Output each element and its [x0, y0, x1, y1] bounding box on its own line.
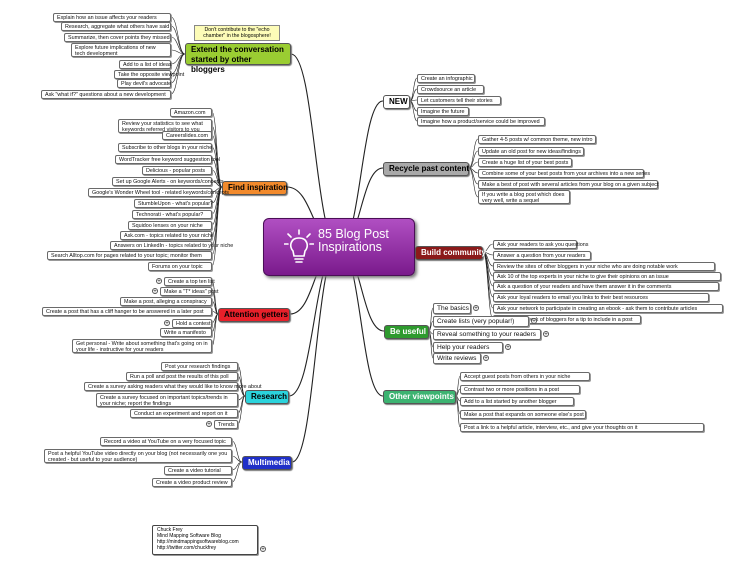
expand-icon[interactable]: + — [505, 344, 511, 351]
find-item[interactable]: Forums on your topic — [148, 262, 212, 272]
branch-attention[interactable]: Attention getters — [218, 308, 290, 322]
useful-item[interactable]: Help your readers — [433, 342, 503, 353]
attention-item[interactable]: Write a manifesto — [160, 328, 212, 338]
branch-find[interactable]: Find inspiration — [222, 181, 288, 195]
research-item[interactable]: Post your research findings — [161, 362, 238, 372]
attention-item[interactable]: Create a top ten list — [164, 277, 215, 287]
research-item[interactable]: Trends — [214, 420, 238, 430]
expand-icon[interactable]: + — [152, 288, 158, 295]
expand-icon[interactable]: + — [164, 320, 170, 327]
multimedia-item[interactable]: Post a helpful YouTube video directly on… — [44, 449, 232, 463]
research-item[interactable]: Create a survey focused on important top… — [96, 393, 238, 407]
community-item[interactable]: Ask your readers to ask you questions — [493, 240, 588, 250]
attention-item[interactable]: Hold a contest — [172, 319, 212, 329]
find-item[interactable]: Squidoo lenses on your niche — [128, 221, 212, 231]
extend-item[interactable]: Explain how an issue affects your reader… — [53, 13, 171, 23]
other-item[interactable]: Contrast two or more positions in a post — [460, 385, 580, 395]
extend-item[interactable]: Summarize, then cover points they missed — [64, 33, 171, 43]
attention-item[interactable]: Make a "T* ideas" post — [160, 287, 218, 297]
community-item[interactable]: Review the sites of other bloggers in yo… — [493, 262, 715, 272]
find-item[interactable]: StumbleUpon - what's popular? — [134, 199, 213, 209]
multimedia-item[interactable]: Create a video product review — [152, 478, 232, 488]
branch-recycle[interactable]: Recycle past content — [383, 162, 469, 176]
find-item[interactable]: Subscribe to other blogs in your niche — [118, 143, 212, 153]
expand-icon[interactable]: + — [543, 331, 549, 338]
expand-icon[interactable]: + — [206, 421, 212, 428]
author-info: Chuck Frey Mind Mapping Software Blog ht… — [152, 525, 258, 555]
attention-item[interactable]: Get personal - Write about something tha… — [72, 339, 212, 353]
expand-icon[interactable]: + — [156, 278, 162, 285]
branch-research[interactable]: Research — [245, 390, 289, 404]
central-title: 85 Blog Post Inspirations — [318, 227, 389, 254]
find-item[interactable]: Answers on LinkedIn - topics related to … — [110, 241, 233, 251]
attention-item[interactable]: Make a post, alleging a conspiracy — [120, 297, 212, 307]
new-item[interactable]: Create an infographic — [417, 74, 475, 84]
multimedia-item[interactable]: Create a video tutorial — [164, 466, 232, 476]
recycle-item[interactable]: Make a best of post with several article… — [478, 180, 658, 190]
find-item[interactable]: Amazon.com — [170, 108, 212, 118]
author-name: Chuck Frey — [157, 527, 183, 533]
author-blog: Mind Mapping Software Blog — [157, 533, 221, 539]
extend-item[interactable]: Explore future implications of new tech … — [71, 43, 171, 57]
callout-note: Don't contribute to the "echo chamber" i… — [194, 25, 280, 41]
find-item[interactable]: Ask.com - topics related to your niche — [120, 231, 214, 241]
find-item[interactable]: Set up Google Alerts - on keywords/conce… — [112, 177, 224, 187]
author-twitter: http://twitter.com/chuckfrey — [157, 545, 217, 551]
branch-community[interactable]: Build community — [415, 246, 486, 260]
expand-icon[interactable]: + — [531, 318, 537, 325]
research-item[interactable]: Run a poll and post the results of this … — [126, 372, 238, 382]
extend-item[interactable]: Add to a list of ideas — [119, 60, 172, 70]
other-item[interactable]: Accept guest posts from others in your n… — [460, 372, 590, 382]
find-item[interactable]: Delicious - popular posts — [142, 166, 212, 176]
extend-item[interactable]: Research, aggregate what others have sai… — [61, 22, 171, 32]
extend-item[interactable]: Play devil's advocate — [117, 79, 171, 89]
recycle-item[interactable]: Combine some of your best posts from you… — [478, 169, 650, 179]
new-item[interactable]: Imagine how a product/service could be i… — [417, 117, 545, 127]
find-item[interactable]: Careerslides.com — [162, 131, 212, 141]
community-item[interactable]: Ask a question of your readers and have … — [493, 282, 719, 292]
lightbulb-icon — [284, 229, 314, 263]
useful-item[interactable]: Write reviews — [433, 353, 481, 364]
expand-icon[interactable]: + — [473, 305, 479, 312]
community-item[interactable]: Ask 10 of the top experts in your niche … — [493, 272, 721, 282]
new-item[interactable]: Crowdsource an article — [417, 85, 484, 95]
multimedia-item[interactable]: Record a video at YouTube on a very focu… — [100, 437, 232, 447]
branch-useful[interactable]: Be useful — [384, 325, 429, 339]
expand-icon[interactable]: + — [483, 355, 489, 362]
recycle-item[interactable]: Gather 4-5 posts w/ common theme, new in… — [478, 135, 596, 145]
extend-item[interactable]: Take the opposite viewpoint — [114, 70, 184, 80]
useful-item[interactable]: Reveal something to your readers — [433, 329, 541, 340]
community-item[interactable]: Answer a question from your readers — [493, 251, 591, 261]
community-item[interactable]: Ask your network to participate in creat… — [493, 304, 723, 314]
find-item[interactable]: Technorati - what's popular? — [132, 210, 212, 220]
research-item[interactable]: Create a survey asking readers what they… — [84, 382, 262, 392]
other-item[interactable]: Add to a list started by another blogger — [460, 397, 574, 407]
expand-icon[interactable]: + — [260, 546, 266, 553]
author-blog-url: http://mindmappingsoftwareblog.com — [157, 539, 239, 545]
branch-other[interactable]: Other viewpoints — [383, 390, 456, 404]
research-item[interactable]: Conduct an experiment and report on it — [130, 409, 238, 419]
other-item[interactable]: Make a post that expands on someone else… — [460, 410, 586, 420]
branch-new[interactable]: NEW — [383, 95, 410, 109]
community-item[interactable]: Ask your loyal readers to email you link… — [493, 293, 709, 303]
new-item[interactable]: Let customers tell their stories — [417, 96, 501, 106]
find-item[interactable]: WordTracker free keyword suggestion tool — [115, 155, 220, 165]
find-item[interactable]: Google's Wonder Wheel tool - related key… — [88, 188, 229, 198]
attention-item[interactable]: Create a post that has a cliff hanger to… — [42, 307, 212, 317]
useful-item[interactable]: The basics — [433, 303, 471, 314]
branch-multimedia[interactable]: Multimedia — [242, 456, 292, 470]
recycle-item[interactable]: Update an old post for new ideas/finding… — [478, 147, 584, 157]
recycle-item[interactable]: Create a huge list of your best posts — [478, 158, 572, 168]
new-item[interactable]: Imagine the future — [417, 107, 469, 117]
other-item[interactable]: Post a link to a helpful article, interv… — [460, 423, 704, 433]
central-topic[interactable]: 85 Blog Post Inspirations — [263, 218, 415, 276]
find-item[interactable]: Search Alltop.com for pages related to y… — [47, 251, 212, 261]
recycle-item[interactable]: If you write a blog post which does very… — [478, 190, 570, 204]
branch-extend[interactable]: Extend the conversation started by other… — [185, 43, 291, 74]
extend-item[interactable]: Ask "what if?" questions about a new dev… — [41, 90, 171, 100]
useful-item[interactable]: Create lists (very popular!) — [433, 316, 529, 327]
